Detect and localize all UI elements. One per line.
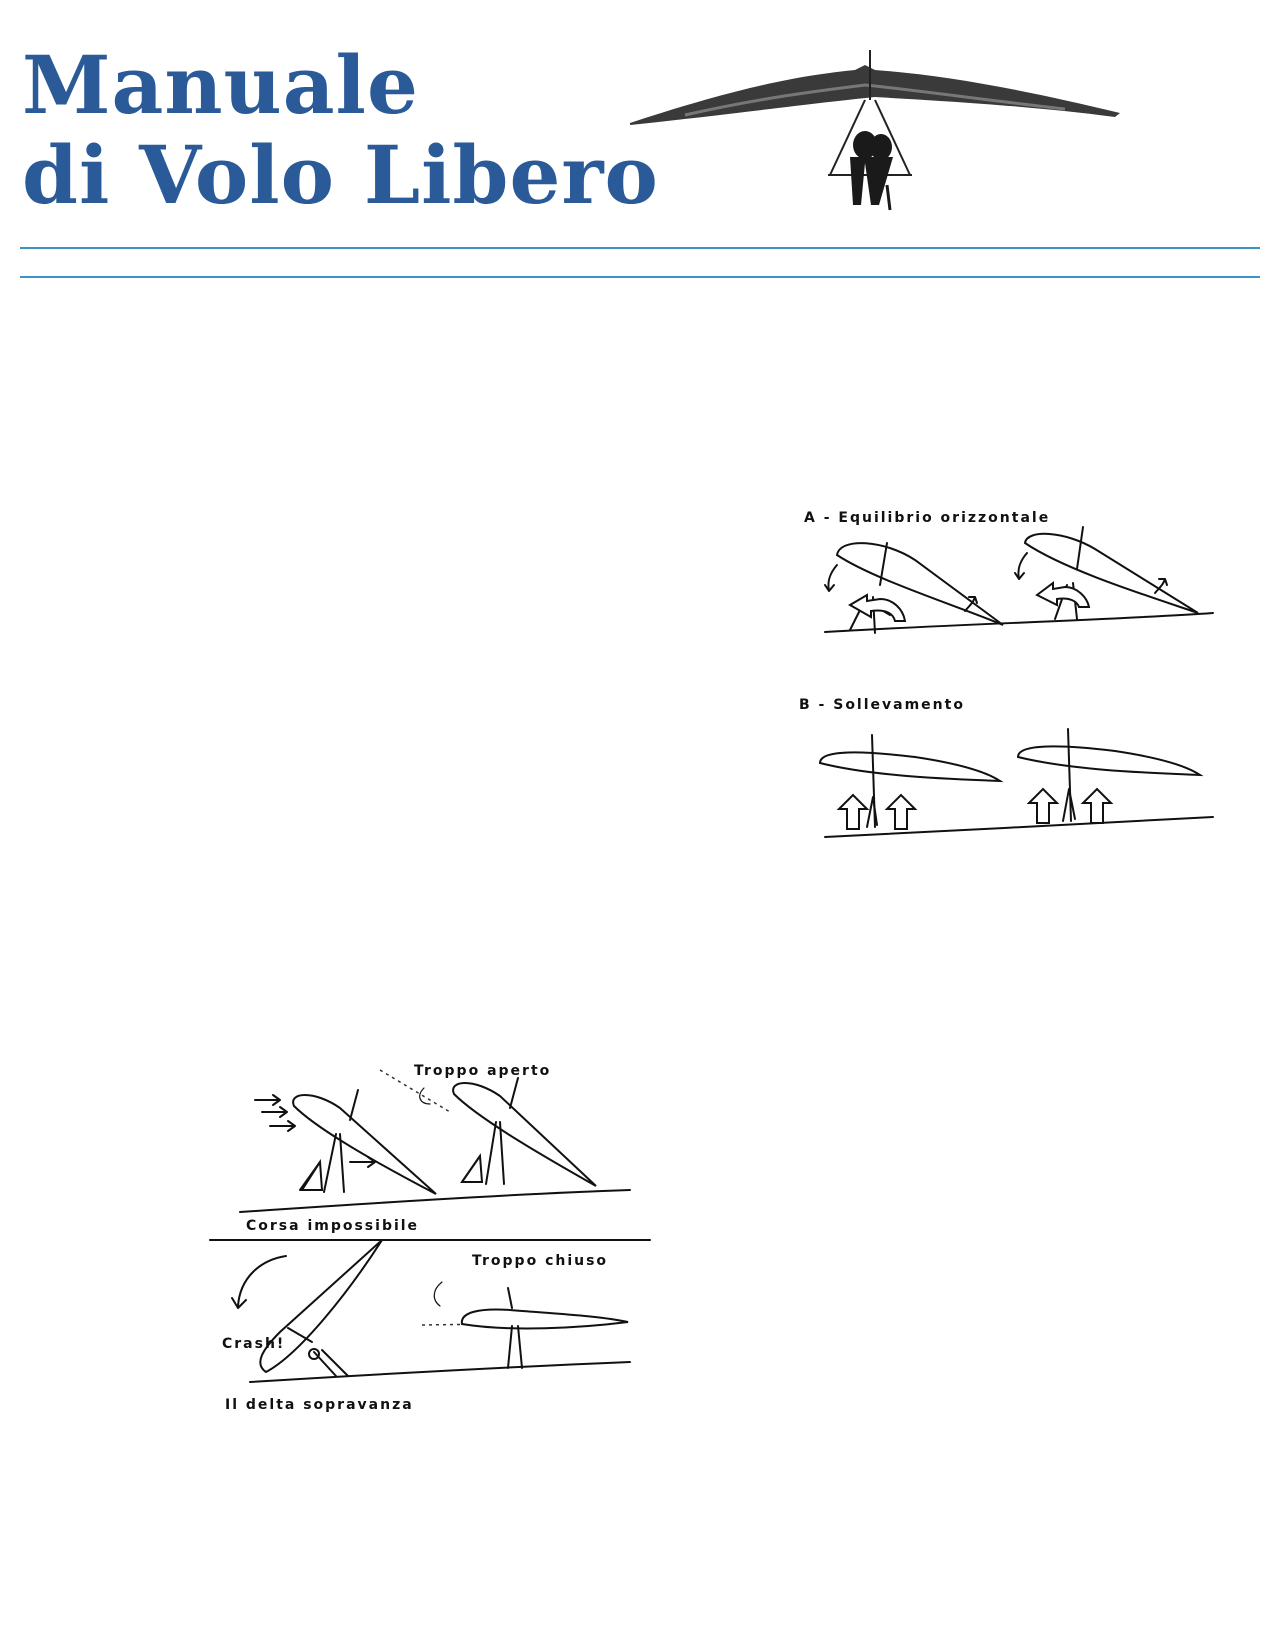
manual-title: Manuale di Volo Libero <box>22 40 659 220</box>
figure-errori-decollo <box>209 1069 651 1383</box>
header-rule-top <box>20 247 1260 249</box>
figure-equilibrio-orizzontale <box>824 526 1214 634</box>
label-troppo-aperto: Troppo aperto <box>414 1063 552 1079</box>
caption-sollevamento: B - Sollevamento <box>799 697 965 713</box>
label-delta-sopravanza: Il delta sopravanza <box>225 1397 414 1413</box>
header-rule-bottom <box>20 276 1260 278</box>
label-troppo-chiuso: Troppo chiuso <box>472 1253 609 1269</box>
figure-sollevamento <box>818 728 1214 838</box>
label-crash: Crash! <box>222 1336 286 1352</box>
hang-glider-photo <box>630 50 1120 211</box>
caption-equilibrio: A - Equilibrio orizzontale <box>804 510 1051 526</box>
label-corsa-impossibile: Corsa impossibile <box>246 1218 420 1234</box>
title-line-2: di Volo Libero <box>22 128 659 222</box>
title-line-1: Manuale <box>22 38 419 132</box>
